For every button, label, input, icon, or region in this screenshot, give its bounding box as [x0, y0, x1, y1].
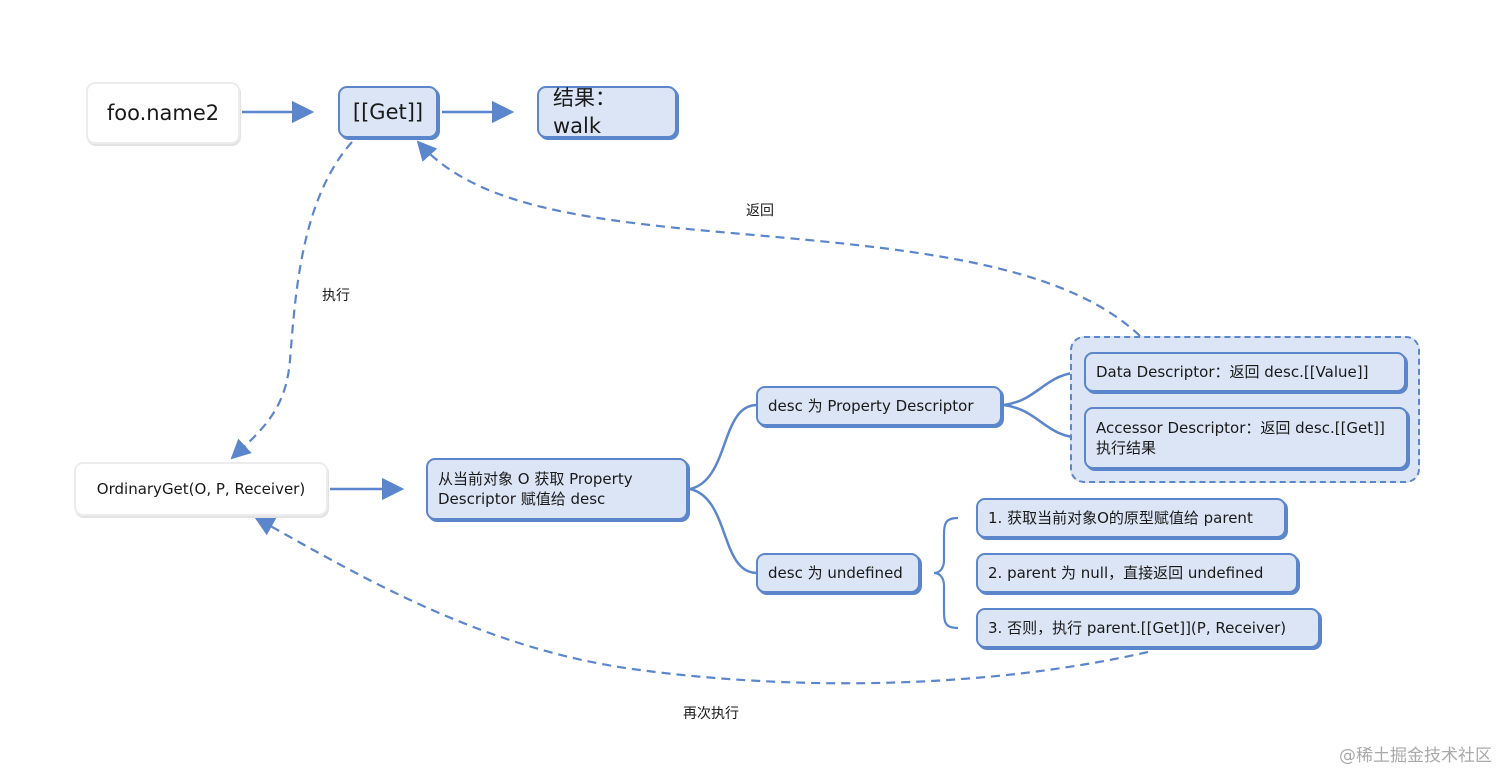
node-data-descriptor-text: Data Descriptor：返回 desc.[[Value]] [1096, 362, 1369, 381]
node-desc-property[interactable]: desc 为 Property Descriptor [756, 386, 1002, 426]
node-accessor-descriptor[interactable]: Accessor Descriptor：返回 desc.[[Get]] 执行结果 [1084, 407, 1408, 469]
edge-execute-again [254, 517, 1149, 685]
edge-label-execute-again: 再次执行 [683, 706, 739, 722]
node-foo-name2-text: foo.name2 [106, 100, 220, 125]
node-desc-property-text: desc 为 Property Descriptor [768, 396, 974, 415]
node-step3[interactable]: 3. 否则，执行 parent.[[Get]](P, Receiver) [976, 608, 1320, 648]
node-result[interactable]: 结果：walk [537, 86, 677, 138]
node-ordinary-get[interactable]: OrdinaryGet(O, P, Receiver) [74, 462, 328, 516]
brace-steps [933, 516, 959, 630]
edge-branch-undefined [689, 487, 758, 575]
node-get-descriptor[interactable]: 从当前对象 O 获取 Property Descriptor 赋值给 desc [426, 458, 688, 520]
node-step1[interactable]: 1. 获取当前对象O的原型赋值给 parent [976, 498, 1286, 538]
node-foo-name2[interactable]: foo.name2 [86, 82, 240, 144]
edge-label-execute: 执行 [322, 288, 350, 304]
edge-return-to-get [416, 140, 1141, 337]
edge-label-return: 返回 [746, 203, 774, 219]
node-step1-text: 1. 获取当前对象O的原型赋值给 parent [988, 508, 1253, 527]
node-data-descriptor[interactable]: Data Descriptor：返回 desc.[[Value]] [1084, 352, 1406, 392]
node-result-text: 结果：walk [553, 85, 616, 138]
node-step2[interactable]: 2. parent 为 null，直接返回 undefined [976, 553, 1298, 593]
node-ordinary-get-text: OrdinaryGet(O, P, Receiver) [96, 479, 306, 498]
edge-get-execute-ordinary [230, 141, 353, 460]
node-accessor-descriptor-text: Accessor Descriptor：返回 desc.[[Get]] 执行结果 [1096, 418, 1385, 457]
node-desc-undefined-text: desc 为 undefined [768, 563, 903, 582]
node-get[interactable]: [[Get]] [338, 86, 438, 138]
node-step2-text: 2. parent 为 null，直接返回 undefined [988, 563, 1264, 582]
node-step3-text: 3. 否则，执行 parent.[[Get]](P, Receiver) [988, 618, 1287, 637]
watermark: @稀土掘金技术社区 [1339, 746, 1492, 766]
edge-branch-property [689, 403, 758, 491]
node-get-descriptor-text: 从当前对象 O 获取 Property Descriptor 赋值给 desc [438, 469, 633, 508]
node-get-text: [[Get]] [352, 99, 424, 124]
node-desc-undefined[interactable]: desc 为 undefined [756, 553, 920, 593]
